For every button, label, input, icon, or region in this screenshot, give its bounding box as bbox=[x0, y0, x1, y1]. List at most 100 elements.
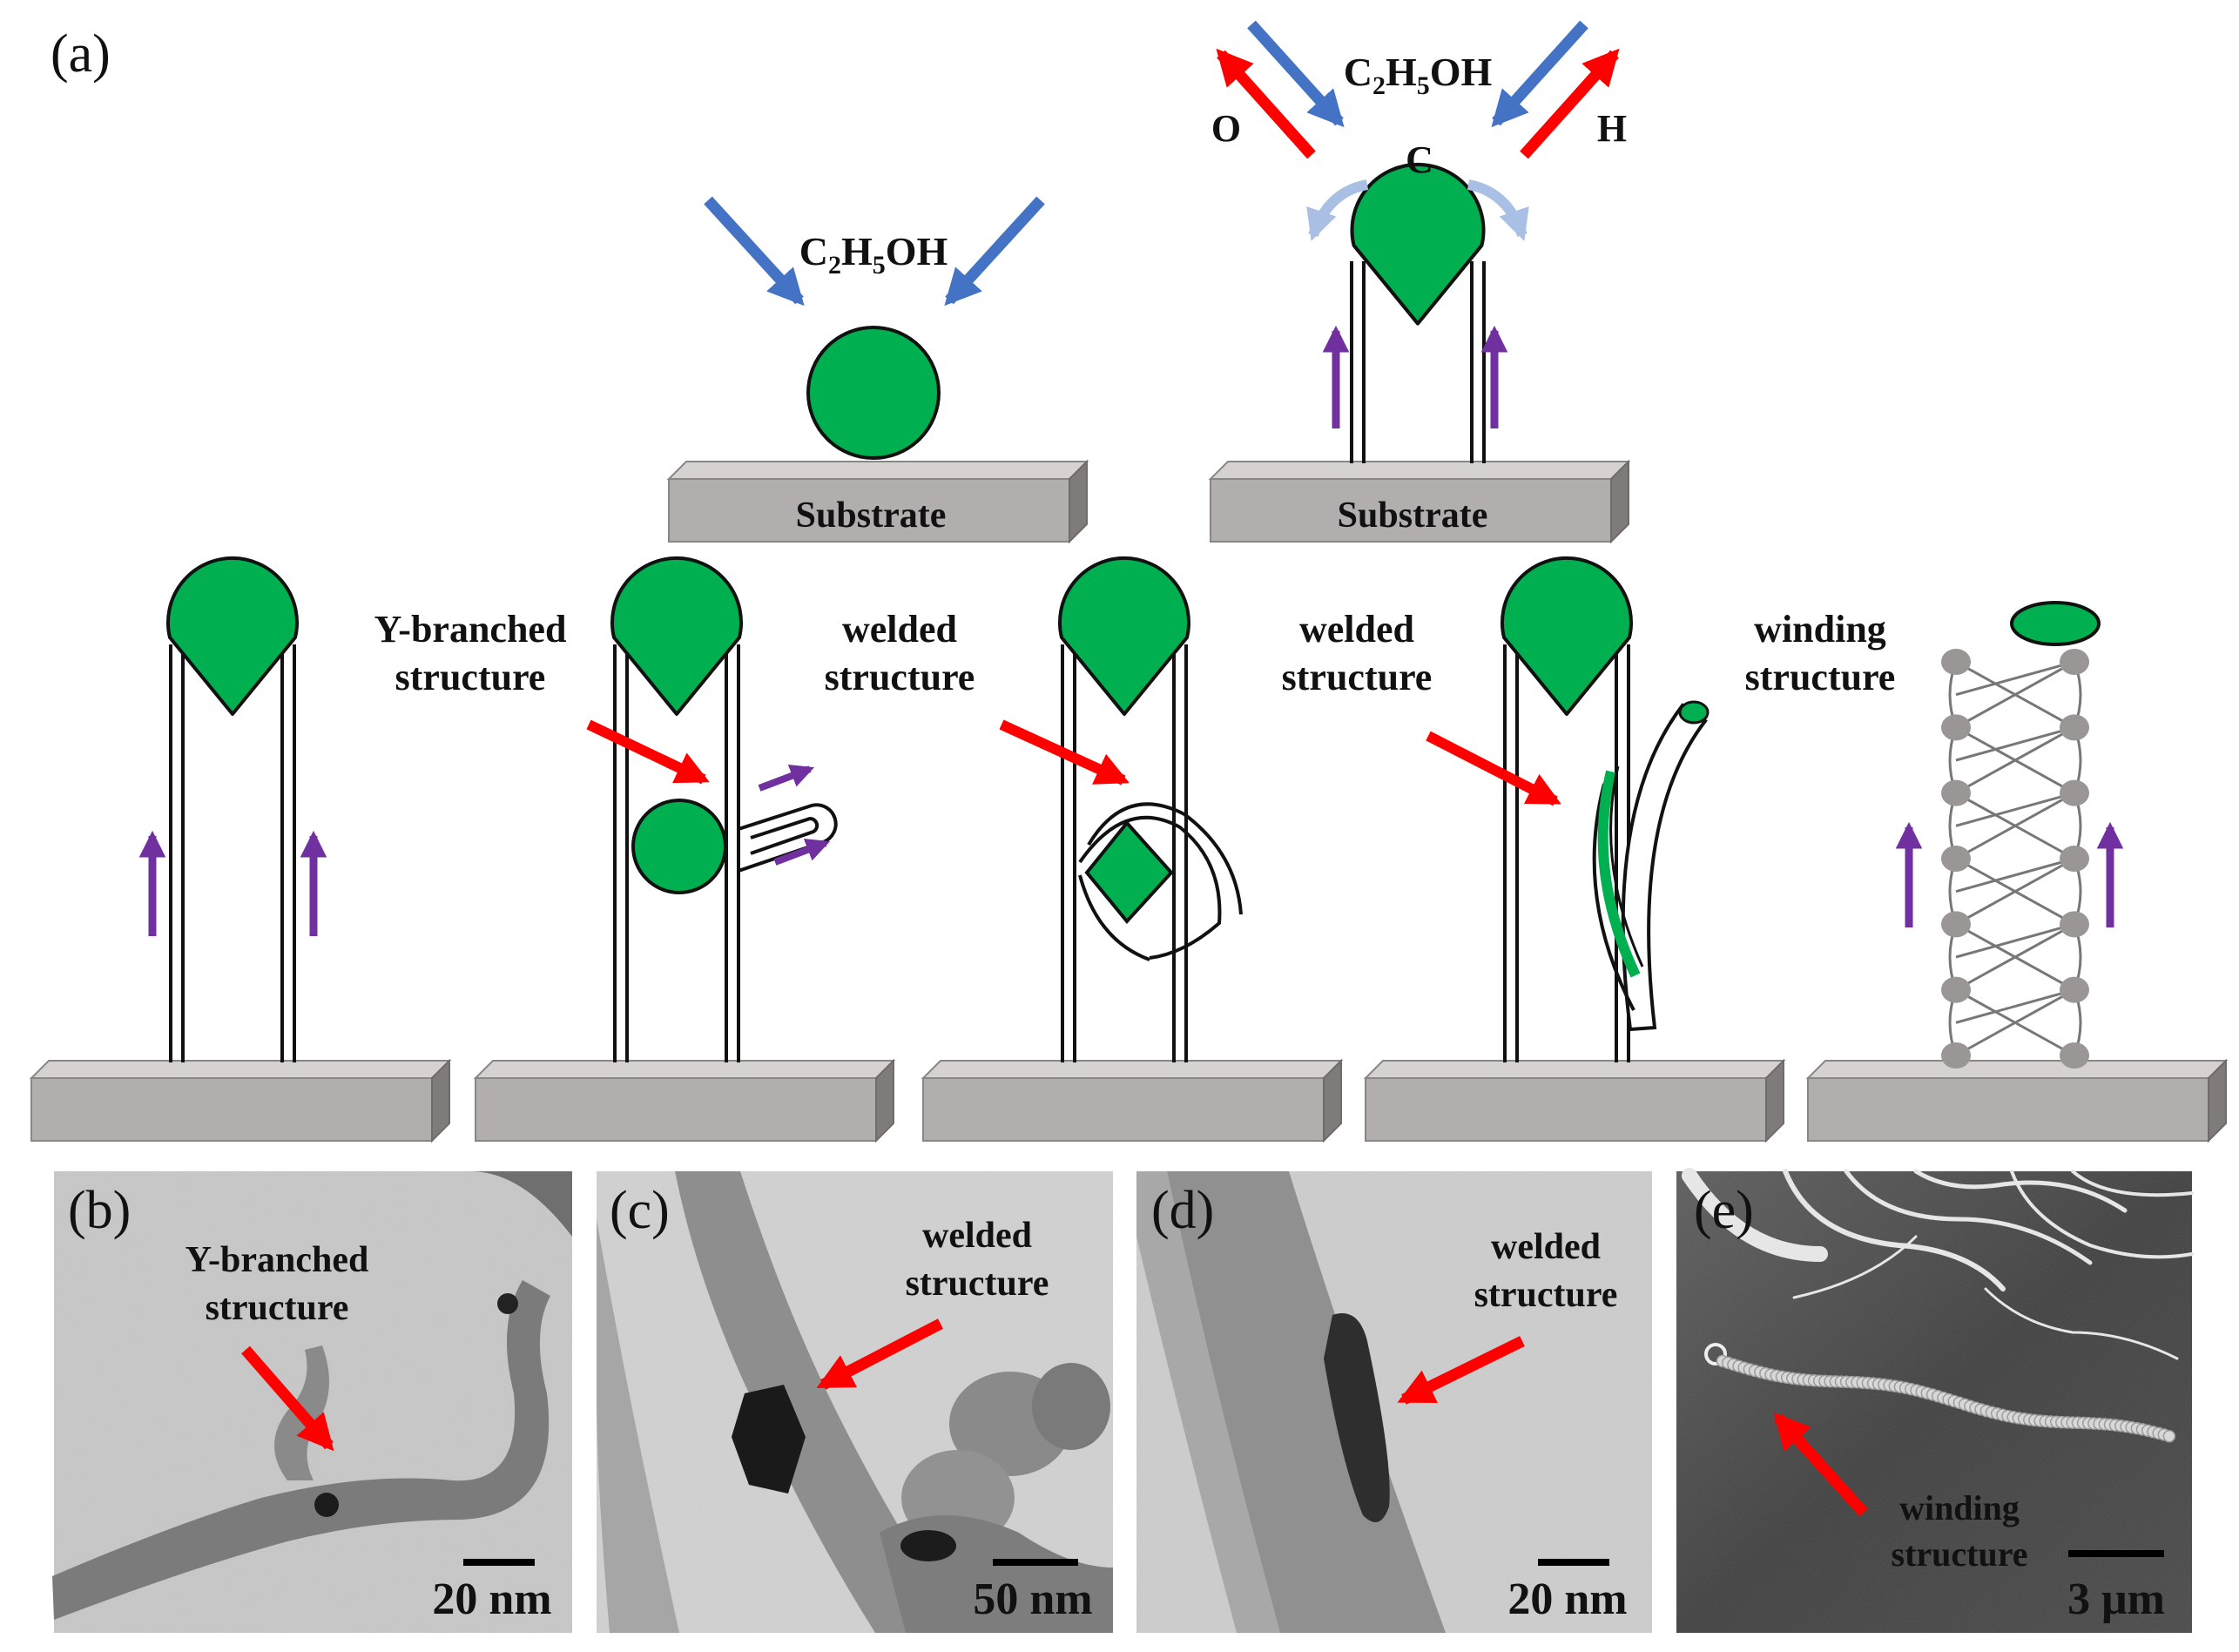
coil-line bbox=[1955, 988, 2075, 1057]
substrate-label: Substrate bbox=[796, 496, 947, 536]
coil-line bbox=[1955, 923, 2075, 991]
coil-line bbox=[1955, 726, 2075, 794]
coil-line bbox=[1955, 857, 2075, 926]
blue-arrow-right bbox=[944, 196, 1045, 307]
substrate-3 bbox=[922, 1060, 1342, 1142]
red-arrow bbox=[816, 1318, 943, 1390]
blue-arrow-right bbox=[1491, 20, 1588, 128]
red-arrow-oxygen bbox=[1216, 48, 1316, 159]
coil-knot bbox=[2060, 779, 2089, 806]
catalyst-drop bbox=[610, 556, 743, 716]
ethanol-formula-right: C2H5OH bbox=[1344, 50, 1493, 100]
coil-knot bbox=[2060, 911, 2089, 938]
coil-knot bbox=[1941, 714, 1971, 741]
coil-knot bbox=[2060, 1042, 2089, 1069]
panel-d-label: (d) bbox=[1151, 1181, 1214, 1240]
scale-bar-c bbox=[993, 1559, 1078, 1566]
diffusion-arrow-right bbox=[1467, 179, 1529, 241]
catalyst-drop bbox=[1058, 556, 1190, 716]
scale-label-b: 20 nm bbox=[432, 1574, 551, 1624]
coil-knot bbox=[1941, 779, 1971, 806]
coil-knot bbox=[2060, 649, 2089, 675]
catalyst-disk bbox=[2010, 601, 2101, 646]
red-arrow bbox=[241, 1345, 334, 1452]
substrate-top-left: Substrate bbox=[668, 461, 1088, 543]
coil-structure bbox=[1941, 649, 2089, 1069]
blue-arrow-left bbox=[1247, 20, 1345, 128]
coil-line bbox=[1955, 922, 2075, 959]
panel-c-label: (c) bbox=[610, 1181, 670, 1240]
oxygen-label: O bbox=[1211, 107, 1241, 150]
nanotube-walls-top-right bbox=[1350, 261, 1486, 463]
substrate-2 bbox=[475, 1060, 894, 1142]
scale-label-e: 3 μm bbox=[2067, 1574, 2165, 1624]
substrate-4 bbox=[1365, 1060, 1784, 1142]
ethanol-formula-left: C2H5OH bbox=[799, 229, 948, 280]
red-arrow-hydrogen bbox=[1520, 48, 1620, 159]
curved-tube bbox=[1592, 700, 1710, 1032]
coil-knot bbox=[1941, 911, 1971, 938]
nanotube-walls-1 bbox=[169, 644, 296, 1062]
coil-line bbox=[1955, 660, 2075, 729]
coil-knot bbox=[1941, 846, 1971, 872]
blue-arrow-left bbox=[704, 196, 805, 307]
trapped-catalyst bbox=[631, 799, 727, 894]
coil-line bbox=[1955, 857, 2075, 893]
red-arrow bbox=[999, 719, 1130, 786]
coil-line bbox=[1955, 792, 2075, 827]
coil-knot bbox=[2060, 714, 2089, 741]
coil-knot bbox=[2060, 976, 2089, 1003]
coil-line bbox=[1955, 660, 2075, 697]
substrate-top-right: Substrate bbox=[1210, 461, 1629, 543]
coil-line bbox=[1955, 792, 2075, 860]
coil-line bbox=[1955, 725, 2075, 762]
crossing-tube bbox=[1078, 802, 1243, 961]
coil-bead bbox=[2162, 1429, 2176, 1443]
catalyst-drop bbox=[1501, 556, 1633, 716]
red-arrow bbox=[1397, 1336, 1525, 1405]
panel-e-label: (e) bbox=[1694, 1181, 1754, 1240]
scale-bar-d bbox=[1538, 1559, 1609, 1566]
red-arrow bbox=[586, 719, 710, 785]
panel-a-label: (a) bbox=[51, 24, 111, 84]
catalyst-drop bbox=[166, 556, 299, 716]
substrate-1 bbox=[30, 1060, 450, 1142]
catalyst-drop bbox=[1352, 165, 1484, 324]
purple-arrow bbox=[773, 839, 831, 866]
panel-b-label: (b) bbox=[68, 1181, 131, 1240]
diffusion-arrow-left bbox=[1306, 179, 1369, 241]
nanotube-walls-3 bbox=[1061, 644, 1188, 1062]
scale-label-d: 20 nm bbox=[1507, 1574, 1627, 1624]
hydrogen-label: H bbox=[1597, 107, 1627, 150]
coil-knot bbox=[1941, 649, 1971, 675]
red-arrow bbox=[1773, 1412, 1868, 1517]
purple-arrow bbox=[758, 765, 815, 792]
scale-label-c: 50 nm bbox=[973, 1574, 1092, 1624]
coil-line bbox=[1955, 988, 2075, 1024]
red-arrow bbox=[1426, 731, 1561, 806]
coil-knot bbox=[1941, 1042, 1971, 1069]
diamond-catalyst bbox=[1084, 819, 1174, 925]
sem-coil bbox=[1716, 1354, 2176, 1443]
substrate-5 bbox=[1807, 1060, 2227, 1142]
coil-knot bbox=[2060, 846, 2089, 872]
scale-bar-e bbox=[2068, 1550, 2164, 1557]
substrate-label: Substrate bbox=[1338, 496, 1488, 536]
coil-knot bbox=[1941, 976, 1971, 1003]
scale-bar-b bbox=[463, 1559, 535, 1566]
carbon-label: C bbox=[1406, 138, 1433, 181]
catalyst-particle bbox=[806, 326, 941, 460]
